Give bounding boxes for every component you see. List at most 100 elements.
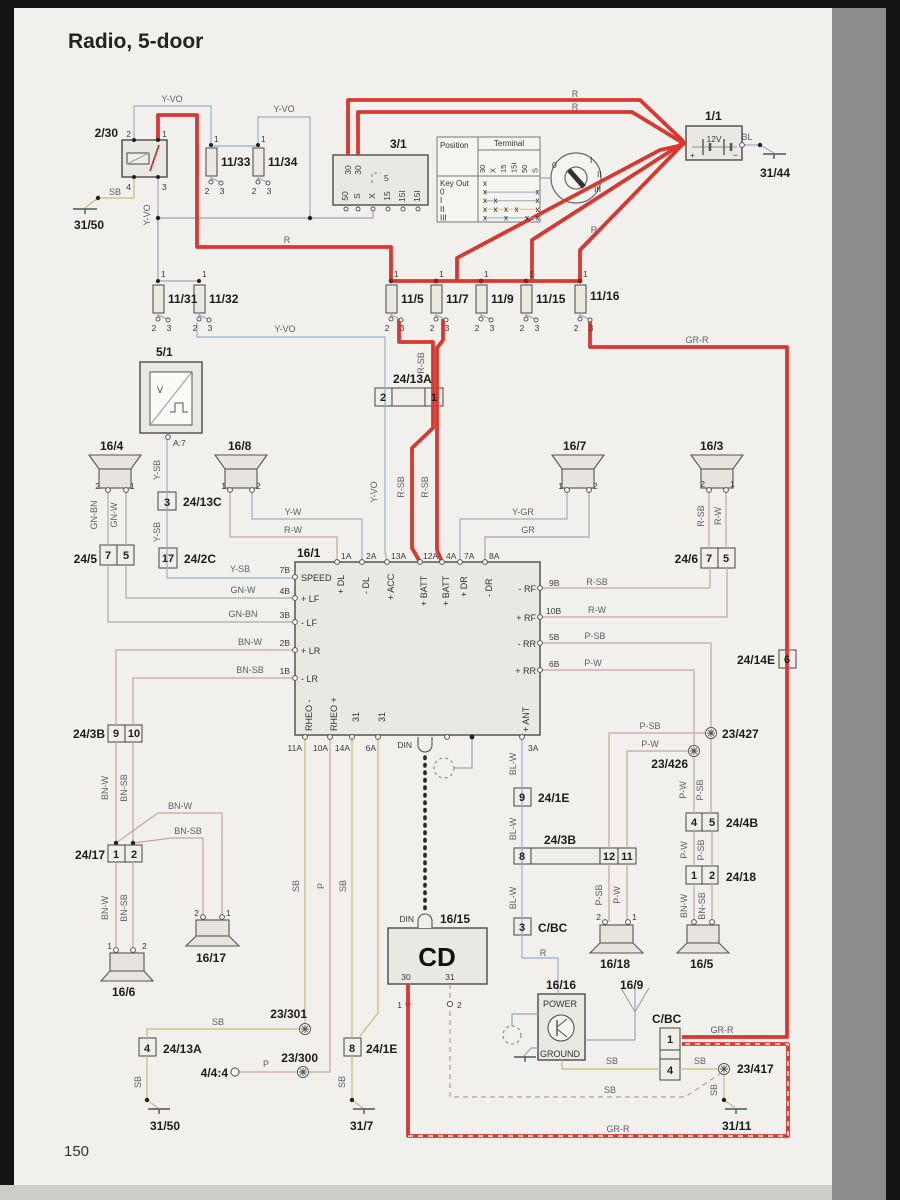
component-id-label: 24/13A: [393, 372, 432, 386]
unit-signal-label: + ACC: [386, 573, 396, 600]
wire-color-label: SB: [133, 1076, 143, 1088]
pin-label: A:7: [173, 438, 186, 448]
pin-number-label: 2: [256, 481, 261, 491]
component-id-label: 24/17: [75, 848, 105, 862]
wire-color-label: P-SB: [695, 779, 705, 800]
wire-gr-r-dash-overlay: [408, 1043, 789, 1137]
terminal-label: 30: [343, 165, 353, 175]
cd-label: CD: [418, 942, 456, 972]
table-text: x: [494, 205, 498, 214]
pin-number-label: 1: [397, 1000, 402, 1010]
pin-number-label: 1: [161, 269, 166, 279]
wire-power-ground: [523, 1047, 538, 1057]
polarity-label: −: [733, 150, 738, 160]
cell-number: 8: [349, 1043, 355, 1055]
table-text: 15: [499, 165, 508, 173]
battery-body: [685, 125, 743, 161]
pin-number-label: 31: [445, 972, 455, 982]
component-id-label: 2/30: [95, 126, 119, 140]
pin-number-label: 2: [574, 323, 579, 333]
wire-color-label: BN-SB: [697, 892, 707, 920]
pin-number-label: 2: [457, 1000, 462, 1010]
wire-color-label: Y-SB: [152, 460, 162, 480]
bottom-strip: [0, 1185, 832, 1200]
component-id-label: 16/8: [228, 439, 252, 453]
wire-gn-w: [125, 490, 295, 599]
unit-signal-label: - RR: [518, 639, 537, 649]
pin-number-label: 4: [126, 182, 131, 192]
unit-pin-label: 10B: [546, 606, 561, 616]
junction: [478, 278, 484, 284]
wire-color-label: GR-R: [711, 1025, 734, 1035]
cell-number: 9: [113, 728, 119, 740]
connector-24-18-pin2: [701, 865, 719, 885]
wire-color-label: P-W: [584, 658, 602, 668]
wire-color-label: P: [263, 1059, 269, 1069]
component-id-label: 24/2C: [184, 552, 216, 566]
pin-number-label: 2: [593, 481, 598, 491]
terminal-label: 30: [353, 165, 363, 175]
unit-pin-label: 6B: [549, 659, 560, 669]
wire-color-label: R-W: [713, 507, 723, 525]
unit-pin-label: 14A: [335, 743, 350, 753]
pin-number-label: 2: [205, 186, 210, 196]
scanner-gray-strip: [832, 0, 886, 1200]
ground-symbol-31-50: [73, 208, 97, 214]
wire-p-w: [540, 669, 695, 922]
fuse-11-34: [252, 147, 265, 177]
wire-color-label: Y-VO: [369, 481, 379, 502]
component-id-label: 3/1: [390, 137, 407, 151]
unit-signal-label: - RF: [519, 584, 537, 594]
connector-24-13A-mid: [391, 387, 426, 407]
pin-number-label: 1: [162, 129, 167, 139]
fuse-23-labels: 2 3 2 3 2 3 2 3 2 3 2 3 2 3 2 3 2 3: [152, 186, 594, 333]
speaker-16-8: [213, 454, 269, 489]
unit-signal-label: 31: [377, 712, 387, 722]
component-id-label: 24/3B: [544, 833, 576, 847]
component-id-label: 23/417: [737, 1062, 774, 1076]
power-wires: [156, 98, 790, 1138]
table-text: x: [525, 213, 529, 222]
component-id-label: 1/1: [705, 109, 722, 123]
battery-node: [680, 140, 686, 146]
cell-number: 3: [164, 497, 170, 509]
pin-number-label: 1: [226, 908, 231, 918]
pin-number-label: 2: [152, 323, 157, 333]
unit-signal-label: - LF: [301, 618, 318, 628]
table-text: II: [440, 205, 444, 214]
table-text: 15I: [510, 163, 519, 173]
wire-color-label: R-SB: [416, 352, 426, 374]
component-id-label: 16/16: [546, 978, 576, 992]
table-text: Key Out: [440, 179, 470, 188]
unit-signal-label: SPEED: [301, 573, 332, 583]
wire-bn-sb: [132, 677, 295, 948]
junction: [523, 278, 529, 284]
component-id-label: 11/31: [168, 292, 198, 306]
din-label: DIN: [397, 740, 412, 750]
wires: [73, 105, 786, 1114]
unit-pin-label: 3A: [528, 743, 539, 753]
wire-sb-dashed: [449, 984, 725, 1098]
wire-color-label: GN-BN: [89, 501, 99, 530]
unit-pin-label: 5B: [549, 632, 560, 642]
wire-r-riser: [455, 143, 684, 281]
table-text: x: [483, 179, 487, 188]
terminal-label: 5: [384, 173, 389, 183]
component-id-label: 16/3: [700, 439, 724, 453]
unit-signal-label: + BATT: [419, 575, 429, 606]
table-text: 30: [478, 165, 487, 173]
component-id-label: 24/13A: [163, 1042, 202, 1056]
terminal-label: 15I: [397, 190, 407, 202]
unit-signal-label: - LR: [301, 674, 319, 684]
left-black-strip: [0, 0, 14, 1200]
wire-sb-relay-ground: [84, 177, 135, 209]
wire-color-label: Y-VO: [273, 104, 294, 114]
wire-color-label: P-SB: [639, 721, 660, 731]
wire-color-label: SB: [109, 187, 121, 197]
cell-number: 5: [709, 817, 715, 829]
component-id-label: 11/16: [590, 289, 620, 303]
cell-number: 3: [519, 922, 525, 934]
component-id-label: 24/14E: [737, 653, 775, 667]
pin-number-label: 2: [95, 481, 100, 491]
table-text: x: [494, 196, 498, 205]
